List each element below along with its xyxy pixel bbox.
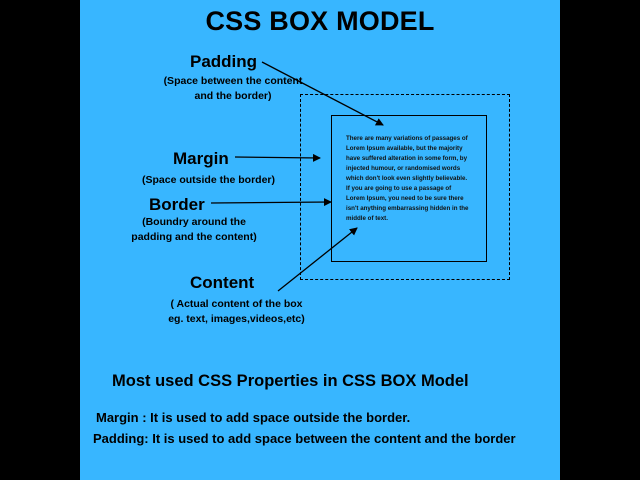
padding-description-line2: and the border) [194, 90, 272, 102]
annotation-arrows [210, 61, 384, 292]
padding-description: (Space between the content and the borde… [138, 74, 328, 104]
infographic-canvas: CSS BOX MODEL Padding (Space between the… [80, 0, 560, 480]
border-description-line1: (Boundry around the [142, 216, 246, 228]
border-term: Border [149, 195, 205, 214]
margin-arrow [234, 153, 321, 162]
page-title: CSS BOX MODEL [205, 6, 435, 36]
content-term: Content [190, 273, 255, 292]
padding-description-line1: (Space between the content [163, 75, 303, 87]
margin-term: Margin [173, 149, 229, 168]
margin-description: (Space outside the border) [141, 174, 276, 186]
content-description-line1: ( Actual content of the box [170, 298, 303, 310]
border-description-line2: padding and the content) [131, 231, 257, 243]
margin-definition: Margin : It is used to add space outside… [96, 410, 411, 425]
border-description: (Boundry around the padding and the cont… [124, 215, 264, 245]
content-description: ( Actual content of the box eg. text, im… [164, 297, 309, 327]
content-description-line2: eg. text, images,videos,etc) [168, 313, 305, 325]
properties-heading: Most used CSS Properties in CSS BOX Mode… [112, 372, 469, 390]
content-arrow [277, 227, 358, 292]
border-solid-box [331, 115, 487, 262]
box-content-text: There are many variations of passages of… [346, 135, 469, 222]
margin-area-dashed-box [300, 94, 510, 280]
padding-definition: Padding: It is used to add space between… [93, 431, 516, 446]
padding-term: Padding [190, 52, 258, 71]
padding-arrow [261, 61, 384, 126]
border-arrow [210, 198, 332, 207]
